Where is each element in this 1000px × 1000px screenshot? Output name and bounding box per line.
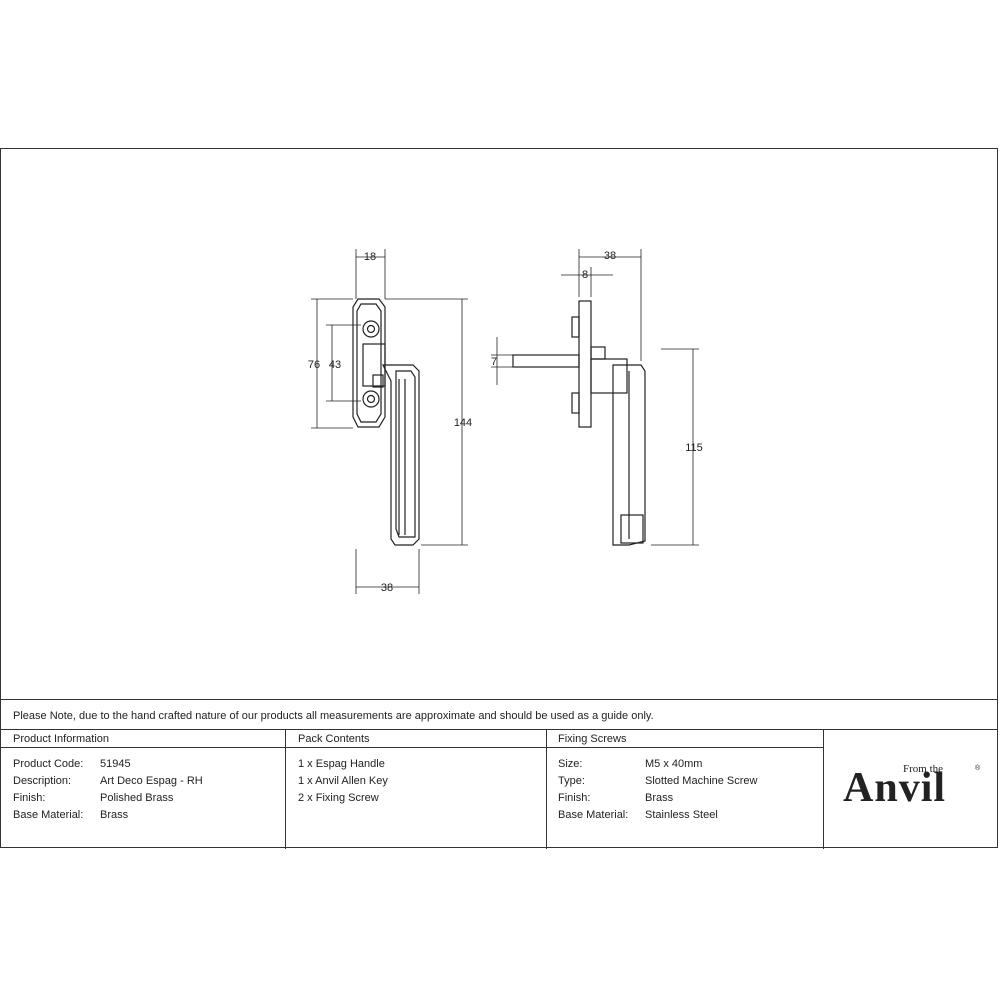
- row-label: Base Material:: [13, 809, 84, 821]
- front-view-spindle-boss: [362, 343, 386, 388]
- row-label: Finish:: [558, 792, 591, 804]
- dim-front-76: [311, 298, 353, 429]
- row-label: Type:: [558, 775, 585, 787]
- front-view-screw-top: [362, 320, 380, 338]
- row-value: Slotted Machine Screw: [645, 775, 758, 787]
- front-view-handle: [382, 364, 420, 546]
- dim-side-115: [651, 348, 699, 546]
- header-underline: [1, 747, 824, 748]
- row-value: Brass: [645, 792, 674, 804]
- side-view-boss: [590, 346, 628, 394]
- pack-contents-title: Pack Contents: [298, 733, 370, 745]
- front-view-screw-bottom: [362, 390, 380, 408]
- dim-label-38-side: 38: [604, 250, 616, 262]
- dim-side-38: [578, 249, 642, 361]
- row-label: Base Material:: [558, 809, 629, 821]
- row-value: Brass: [100, 809, 129, 821]
- row-label: Description:: [13, 775, 72, 787]
- drawing-sheet: 18 76 43 144 38 38 8 7 115 Please Note, …: [0, 148, 998, 849]
- note-divider: [1, 729, 997, 730]
- fixing-screws-title: Fixing Screws: [558, 733, 627, 745]
- pack-item: 1 x Anvil Allen Key: [298, 775, 388, 787]
- dim-label-115: 115: [685, 442, 703, 454]
- dim-label-8: 8: [582, 269, 588, 281]
- dim-label-76: 76: [308, 359, 320, 371]
- dim-front-43: [326, 324, 361, 402]
- dim-side-8: [561, 267, 613, 297]
- dim-side-7: [491, 337, 513, 385]
- dim-label-43: 43: [329, 359, 341, 371]
- pack-item: 1 x Espag Handle: [298, 758, 385, 770]
- dim-front-144: [385, 298, 468, 546]
- row-label: Finish:: [13, 792, 46, 804]
- dim-front-38: [355, 549, 420, 594]
- side-view-spindle: [512, 354, 580, 368]
- anvil-logo: From the Anvil ®: [843, 759, 983, 811]
- dim-label-38-front: 38: [381, 582, 393, 594]
- row-value: 51945: [100, 758, 131, 770]
- row-label: Product Code:: [13, 758, 84, 770]
- logo-registered-mark: ®: [975, 765, 981, 772]
- side-view-backplate: [571, 300, 592, 428]
- dim-label-7: 7: [491, 356, 497, 368]
- pack-item: 2 x Fixing Screw: [298, 792, 379, 804]
- row-value: Art Deco Espag - RH: [100, 775, 203, 787]
- logo-brand: Anvil: [843, 765, 947, 811]
- column-divider-1: [285, 730, 286, 849]
- front-view-backplate: [352, 298, 386, 428]
- disclaimer-note: Please Note, due to the hand crafted nat…: [13, 710, 654, 722]
- row-value: Stainless Steel: [645, 809, 718, 821]
- product-info-title: Product Information: [13, 733, 109, 745]
- dim-front-top-18: [355, 249, 386, 299]
- row-value: M5 x 40mm: [645, 758, 703, 770]
- dim-label-144: 144: [454, 417, 472, 429]
- side-view-handle: [612, 364, 646, 546]
- logo-tagline: From the: [903, 763, 944, 775]
- table-top-border: [1, 699, 997, 700]
- dim-label-18: 18: [364, 251, 376, 263]
- row-label: Size:: [558, 758, 583, 770]
- row-value: Polished Brass: [100, 792, 174, 804]
- column-divider-3: [823, 730, 824, 849]
- column-divider-2: [546, 730, 547, 849]
- technical-drawing: 18 76 43 144 38 38 8 7 115: [308, 249, 703, 594]
